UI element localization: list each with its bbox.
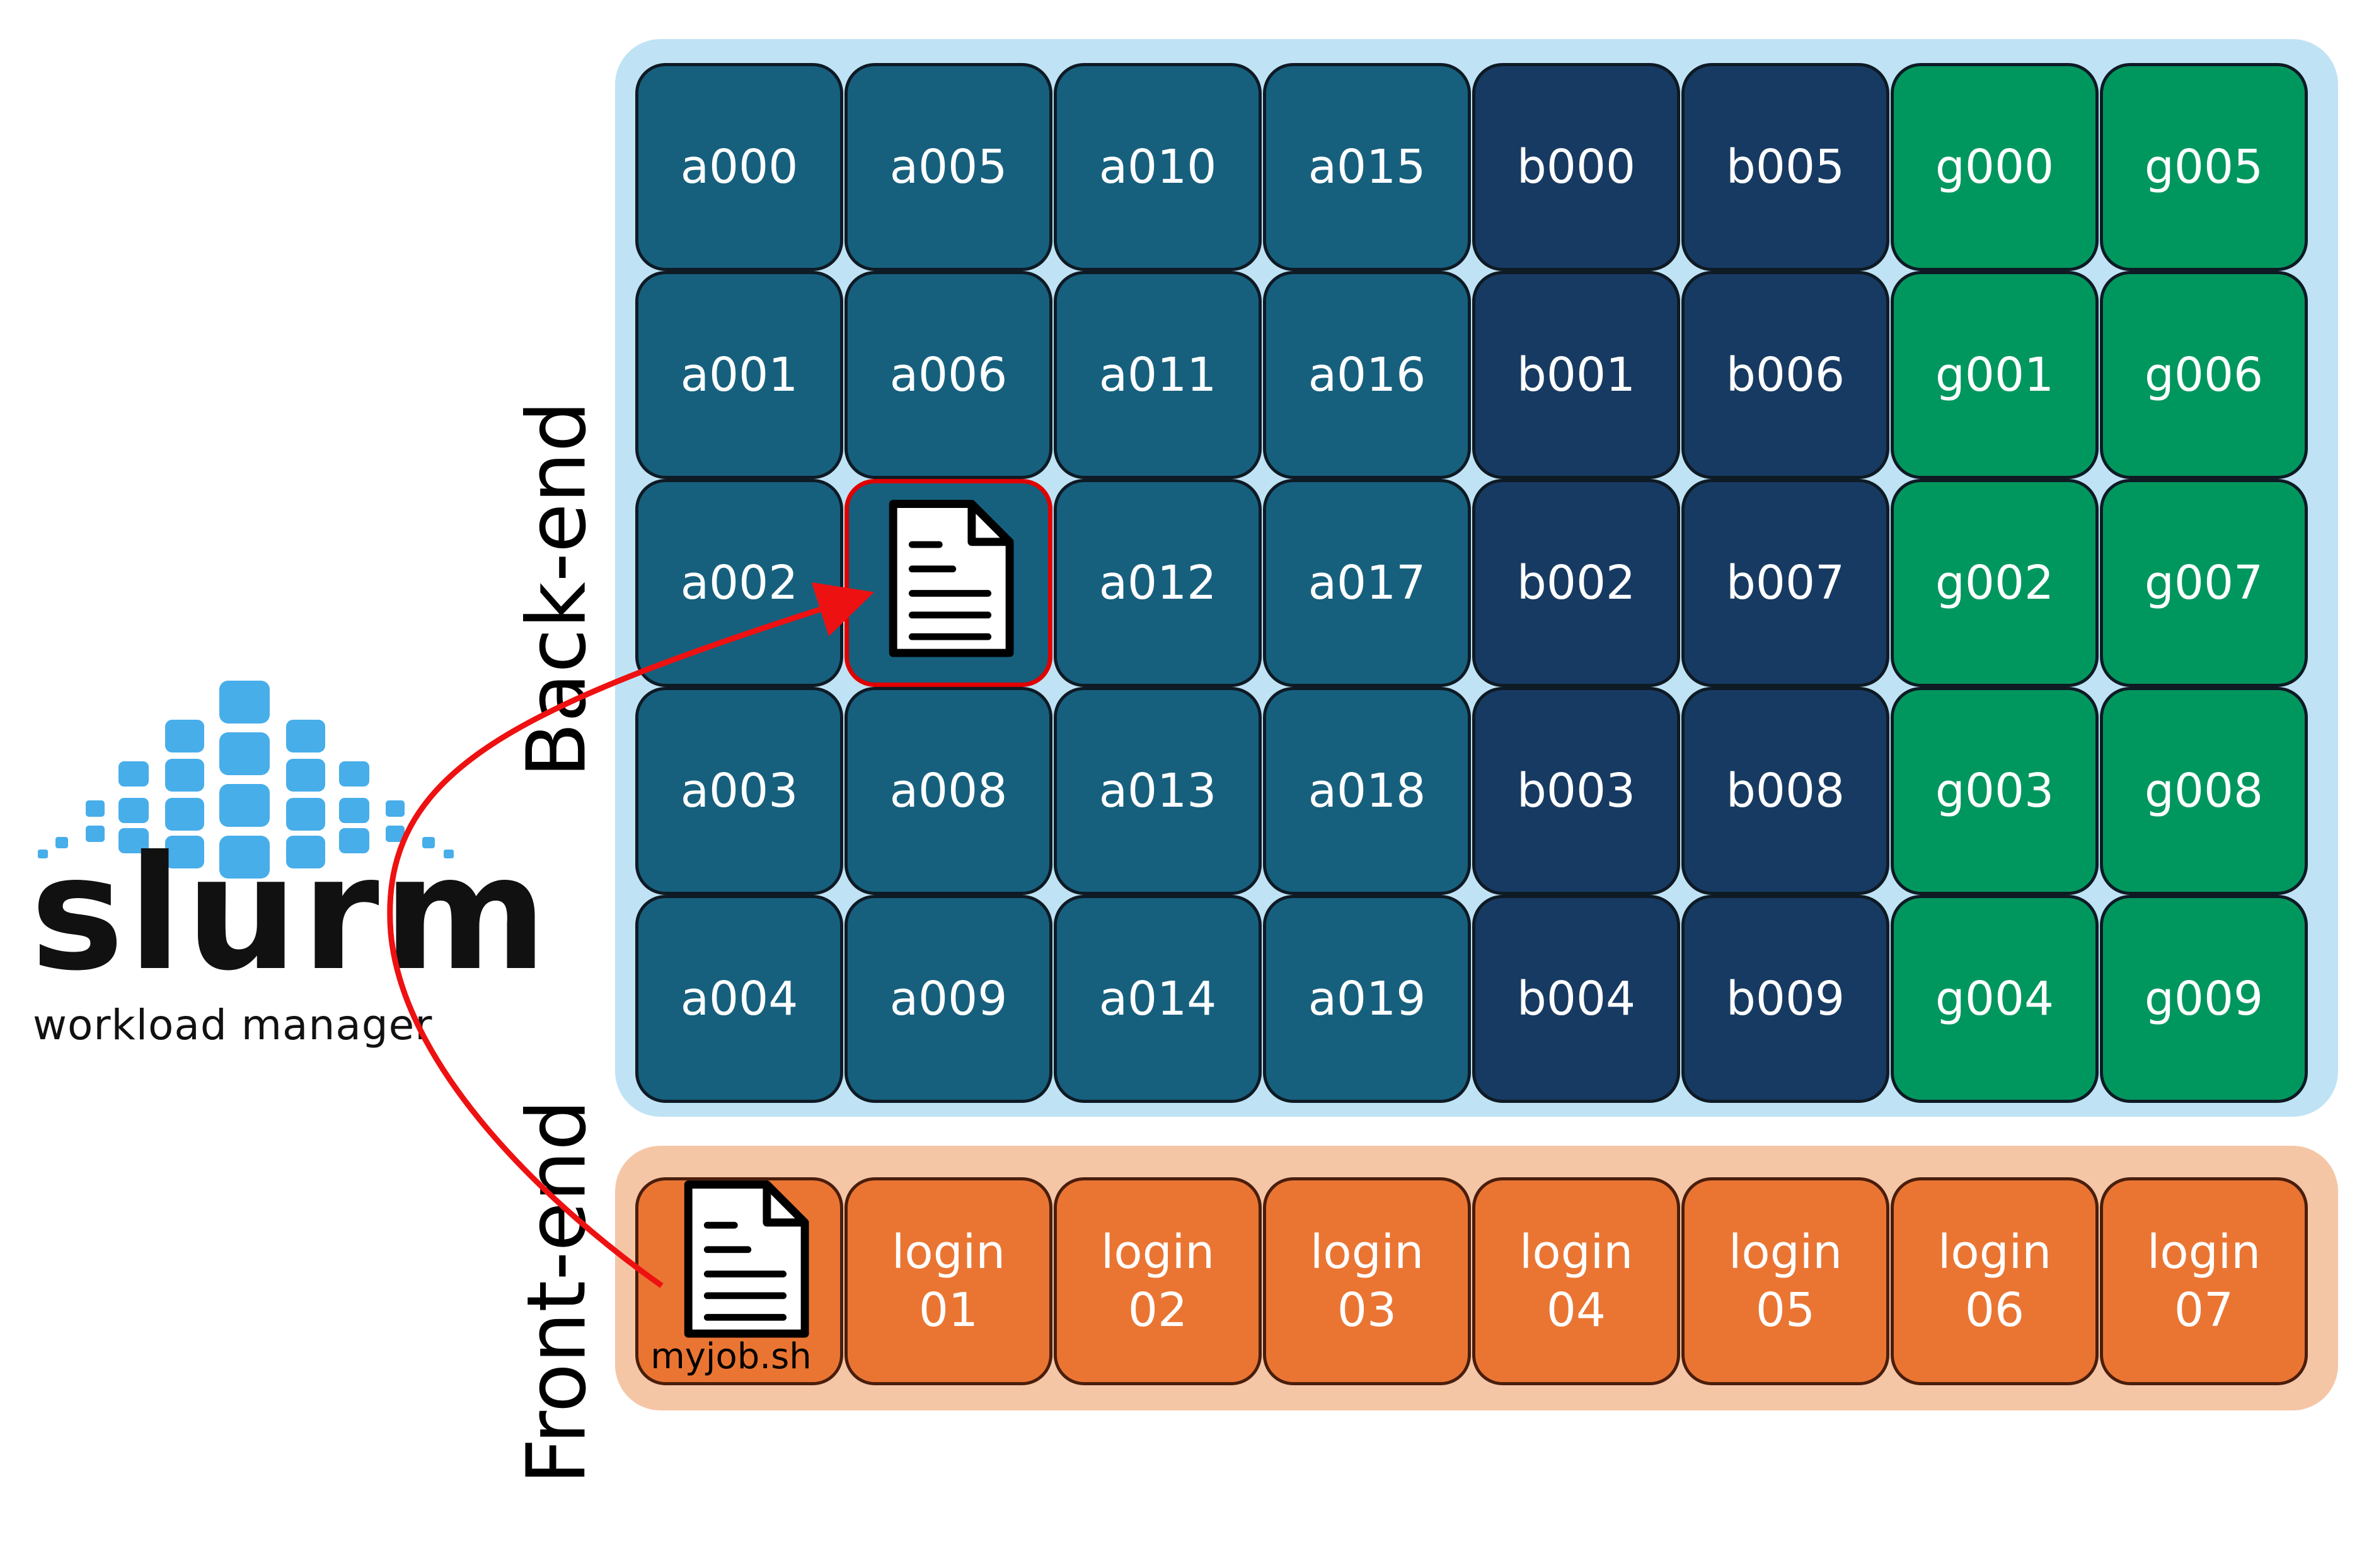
compute-node-g006: g006 xyxy=(2100,271,2308,479)
login-node-5: login 05 xyxy=(1681,1177,1889,1385)
logo-square xyxy=(339,761,369,787)
slurm-logo-squares xyxy=(25,674,479,1065)
compute-node-a018: a018 xyxy=(1263,687,1471,895)
logo-square xyxy=(219,732,270,775)
logo-square xyxy=(165,836,204,868)
logo-square xyxy=(38,850,48,858)
compute-node-b001: b001 xyxy=(1472,271,1680,479)
slurm-wordmark: slurm xyxy=(30,822,551,1005)
compute-node-b002: b002 xyxy=(1472,479,1680,687)
logo-square xyxy=(286,798,325,831)
compute-node-g000: g000 xyxy=(1891,63,2099,271)
slurm-subtitle: workload manager xyxy=(33,1001,433,1049)
frontend-label: Front-end xyxy=(510,1099,604,1485)
compute-node-a002: a002 xyxy=(635,479,843,687)
login-node-1: login 01 xyxy=(844,1177,1052,1385)
compute-node-a015: a015 xyxy=(1263,63,1471,271)
compute-node-g003: g003 xyxy=(1891,687,2099,895)
backend-label: Back-end xyxy=(510,400,604,778)
logo-square xyxy=(86,800,105,817)
compute-node-a006: a006 xyxy=(844,271,1052,479)
compute-node-a005: a005 xyxy=(844,63,1052,271)
compute-node-a013: a013 xyxy=(1054,687,1262,895)
logo-square xyxy=(118,828,149,853)
compute-node-g007: g007 xyxy=(2100,479,2308,687)
compute-node-g002: g002 xyxy=(1891,479,2099,687)
compute-node-a014: a014 xyxy=(1054,895,1262,1103)
compute-node-b005: b005 xyxy=(1681,63,1889,271)
logo-square xyxy=(219,681,270,723)
compute-node-a001: a001 xyxy=(635,271,843,479)
compute-node-a017: a017 xyxy=(1263,479,1471,687)
document-icon xyxy=(677,1179,813,1342)
compute-node-b003: b003 xyxy=(1472,687,1680,895)
compute-node-b007: b007 xyxy=(1681,479,1889,687)
logo-square xyxy=(386,800,405,817)
compute-node-a009: a009 xyxy=(844,895,1052,1103)
compute-node-a008: a008 xyxy=(844,687,1052,895)
compute-node-a000: a000 xyxy=(635,63,843,271)
compute-node-g008: g008 xyxy=(2100,687,2308,895)
compute-node-g001: g001 xyxy=(1891,271,2099,479)
compute-node-a019: a019 xyxy=(1263,895,1471,1103)
compute-node-a010: a010 xyxy=(1054,63,1262,271)
logo-square xyxy=(339,798,369,823)
compute-node-b008: b008 xyxy=(1681,687,1889,895)
job-file-label: myjob.sh xyxy=(650,1336,812,1377)
logo-square xyxy=(219,784,270,827)
logo-square xyxy=(86,826,105,842)
compute-node-b000: b000 xyxy=(1472,63,1680,271)
logo-square xyxy=(286,759,325,792)
login-node-3: login 03 xyxy=(1263,1177,1471,1385)
compute-node-b006: b006 xyxy=(1681,271,1889,479)
logo-square xyxy=(55,837,68,848)
login-node-4: login 04 xyxy=(1472,1177,1680,1385)
logo-square xyxy=(165,720,204,752)
logo-square xyxy=(165,798,204,831)
compute-node-g004: g004 xyxy=(1891,895,2099,1103)
compute-node-b004: b004 xyxy=(1472,895,1680,1103)
login-node-7: login 07 xyxy=(2100,1177,2308,1385)
logo-square xyxy=(286,836,325,868)
logo-square xyxy=(118,798,149,823)
logo-square xyxy=(286,720,325,752)
compute-node-a003: a003 xyxy=(635,687,843,895)
logo-square xyxy=(339,828,369,853)
logo-square xyxy=(219,836,270,879)
logo-square xyxy=(165,759,204,792)
login-node-2: login 02 xyxy=(1054,1177,1262,1385)
logo-square xyxy=(118,761,149,787)
compute-node-a016: a016 xyxy=(1263,271,1471,479)
login-node-6: login 06 xyxy=(1891,1177,2099,1385)
compute-node-a004: a004 xyxy=(635,895,843,1103)
compute-node-a011: a011 xyxy=(1054,271,1262,479)
compute-node-g009: g009 xyxy=(2100,895,2308,1103)
compute-node-b009: b009 xyxy=(1681,895,1889,1103)
compute-node-a012: a012 xyxy=(1054,479,1262,687)
compute-node-g005: g005 xyxy=(2100,63,2308,271)
document-icon xyxy=(882,498,1018,662)
